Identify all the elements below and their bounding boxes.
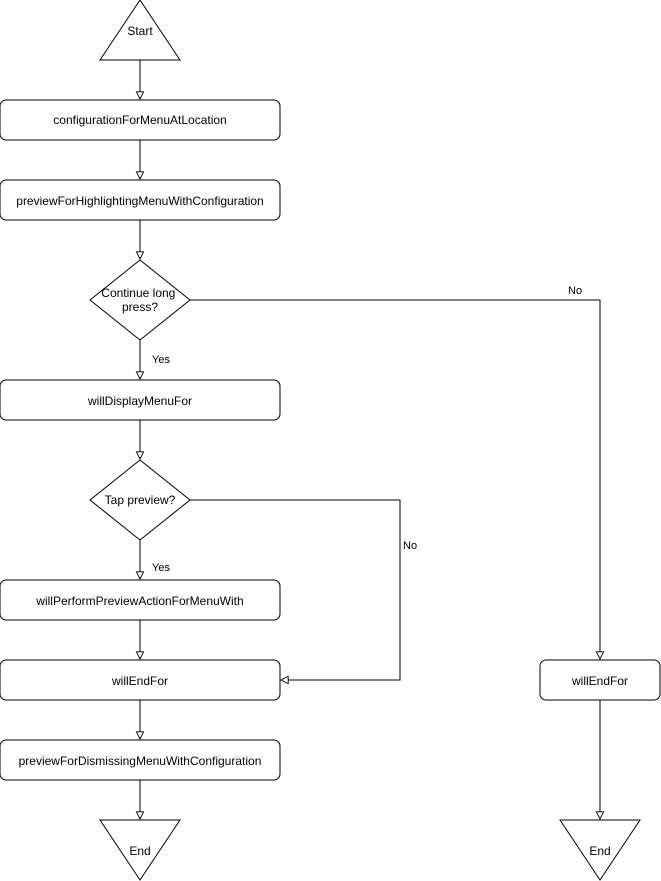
- edge-label-tap-yes: Yes: [152, 562, 170, 574]
- will-end-left-label: willEndFor: [111, 674, 168, 688]
- config-menu-label: configurationForMenuAtLocation: [53, 113, 226, 127]
- config-menu-node: configurationForMenuAtLocation: [0, 99, 281, 141]
- will-end-left-node: willEndFor: [0, 659, 281, 701]
- end-left-label: End: [129, 844, 150, 858]
- long-press-label-line2: press?: [122, 300, 158, 314]
- edge-tap-no: [190, 499, 401, 680]
- edge-label-longpress-no: No: [568, 285, 582, 297]
- end-right-node: End: [559, 819, 641, 881]
- long-press-decision: Continue long press?: [89, 259, 191, 341]
- long-press-label: Continue long press?: [101, 286, 178, 314]
- preview-highlight-node: previewForHighlightingMenuWithConfigurat…: [0, 179, 281, 221]
- will-end-right-label: willEndFor: [571, 674, 628, 688]
- edge-label-tap-no: No: [403, 540, 417, 552]
- edge-longpress-no: [190, 299, 600, 659]
- tap-preview-label: Tap preview?: [105, 493, 176, 507]
- end-right-label: End: [589, 844, 610, 858]
- will-perform-node: willPerformPreviewActionForMenuWith: [0, 579, 281, 621]
- long-press-label-line1: Continue long: [101, 286, 175, 300]
- preview-dismiss-node: previewForDismissingMenuWithConfiguratio…: [0, 739, 281, 781]
- will-display-node: willDisplayMenuFor: [0, 379, 281, 421]
- start-node: Start: [99, 0, 181, 61]
- end-left-node: End: [99, 819, 181, 881]
- start-label: Start: [127, 24, 153, 38]
- preview-dismiss-label: previewForDismissingMenuWithConfiguratio…: [19, 754, 262, 768]
- preview-highlight-label: previewForHighlightingMenuWithConfigurat…: [16, 194, 263, 208]
- will-end-right-node: willEndFor: [539, 659, 661, 701]
- will-display-label: willDisplayMenuFor: [87, 394, 192, 408]
- will-perform-label: willPerformPreviewActionForMenuWith: [35, 594, 243, 608]
- tap-preview-decision: Tap preview?: [89, 459, 191, 541]
- edge-label-longpress-yes: Yes: [152, 354, 170, 366]
